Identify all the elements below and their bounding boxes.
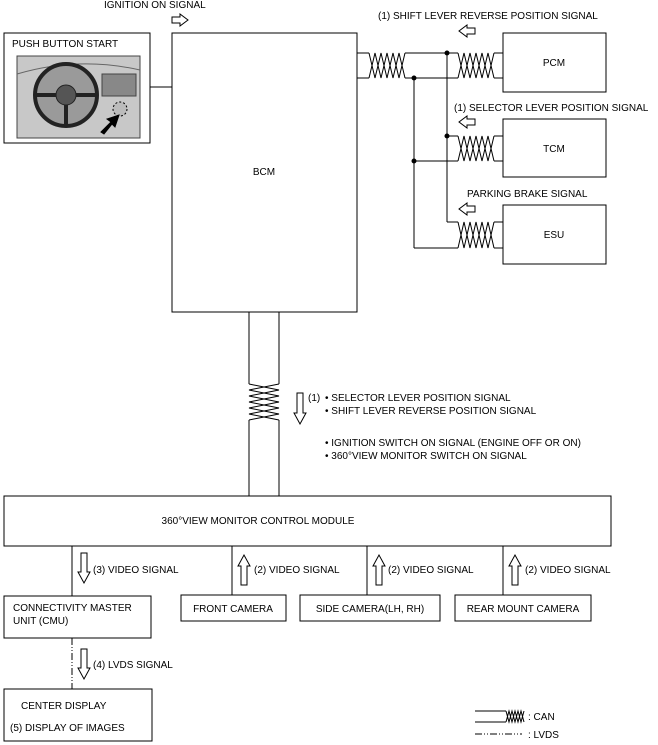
bus-selector-label: • SELECTOR LEVER POSITION SIGNAL	[325, 393, 511, 404]
esu-label: ESU	[544, 230, 565, 241]
video-rear-label: (2) VIDEO SIGNAL	[525, 565, 611, 576]
front-camera-label: FRONT CAMERA	[193, 604, 273, 615]
bus-360-switch-label: • 360°VIEW MONITOR SWITCH ON SIGNAL	[325, 451, 527, 462]
svm-box	[3, 495, 612, 547]
parking-brake-label: PARKING BRAKE SIGNAL	[467, 189, 588, 200]
tcm-box	[502, 118, 607, 178]
legend-can-symbol	[475, 709, 525, 724]
video-cmu-arrow	[77, 552, 91, 585]
parking-brake-arrow	[458, 202, 476, 216]
dashboard-photo	[16, 55, 141, 139]
push-button-start-box	[3, 32, 151, 144]
can-esu	[457, 221, 503, 249]
cmu-label-line1: CONNECTIVITY MASTER	[13, 603, 132, 614]
bcm-box	[171, 32, 358, 313]
tcm-label: TCM	[543, 144, 565, 155]
ignition-on-label: IGNITION ON SIGNAL	[104, 0, 206, 11]
video-side-label: (2) VIDEO SIGNAL	[388, 565, 474, 576]
rear-camera-box	[454, 594, 592, 622]
video-front-arrow	[237, 553, 251, 586]
side-camera-box	[299, 594, 441, 622]
cmu-box	[3, 595, 152, 639]
pcm-box	[502, 32, 607, 93]
lvds-arrow	[77, 648, 91, 681]
can-branches	[411, 50, 458, 249]
lvds-signal-label: (4) LVDS SIGNAL	[93, 660, 173, 671]
can-tcm	[457, 135, 503, 162]
esu-box	[502, 204, 607, 265]
center-display-label: CENTER DISPLAY	[21, 701, 107, 712]
legend-lvds-label: : LVDS	[528, 730, 559, 741]
can-bcm-svm	[248, 312, 280, 496]
front-camera-box	[180, 594, 287, 622]
video-side-arrow	[372, 553, 386, 586]
center-display-box	[3, 688, 153, 742]
bus-ref-label: (1)	[308, 393, 320, 404]
side-camera-label: SIDE CAMERA(LH, RH)	[316, 604, 424, 615]
pcm-label: PCM	[543, 58, 565, 69]
ignition-arrow	[171, 13, 189, 27]
bus-down-arrow	[293, 392, 307, 426]
bcm-label: BCM	[253, 167, 275, 178]
can-bcm-pcm	[357, 52, 503, 79]
cmu-label-line2: UNIT (CMU)	[13, 616, 68, 627]
bus-shift-reverse-label: • SHIFT LEVER REVERSE POSITION SIGNAL	[325, 406, 537, 417]
video-rear-arrow	[508, 553, 522, 586]
bus-ignition-switch-label: • IGNITION SWITCH ON SIGNAL (ENGINE OFF …	[325, 438, 581, 449]
selector-arrow	[458, 115, 476, 129]
shift-reverse-label: (1) SHIFT LEVER REVERSE POSITION SIGNAL	[378, 11, 598, 22]
push-button-start-label: PUSH BUTTON START	[12, 39, 118, 50]
rear-camera-label: REAR MOUNT CAMERA	[467, 604, 580, 615]
video-cmu-label: (3) VIDEO SIGNAL	[93, 565, 179, 576]
shift-reverse-arrow	[458, 24, 476, 38]
legend-can-label: : CAN	[528, 712, 555, 723]
display-images-label: (5) DISPLAY OF IMAGES	[10, 723, 125, 734]
video-front-label: (2) VIDEO SIGNAL	[254, 565, 340, 576]
svm-label: 360°VIEW MONITOR CONTROL MODULE	[162, 516, 355, 527]
selector-lever-label: (1) SELECTOR LEVER POSITION SIGNAL	[454, 103, 649, 114]
